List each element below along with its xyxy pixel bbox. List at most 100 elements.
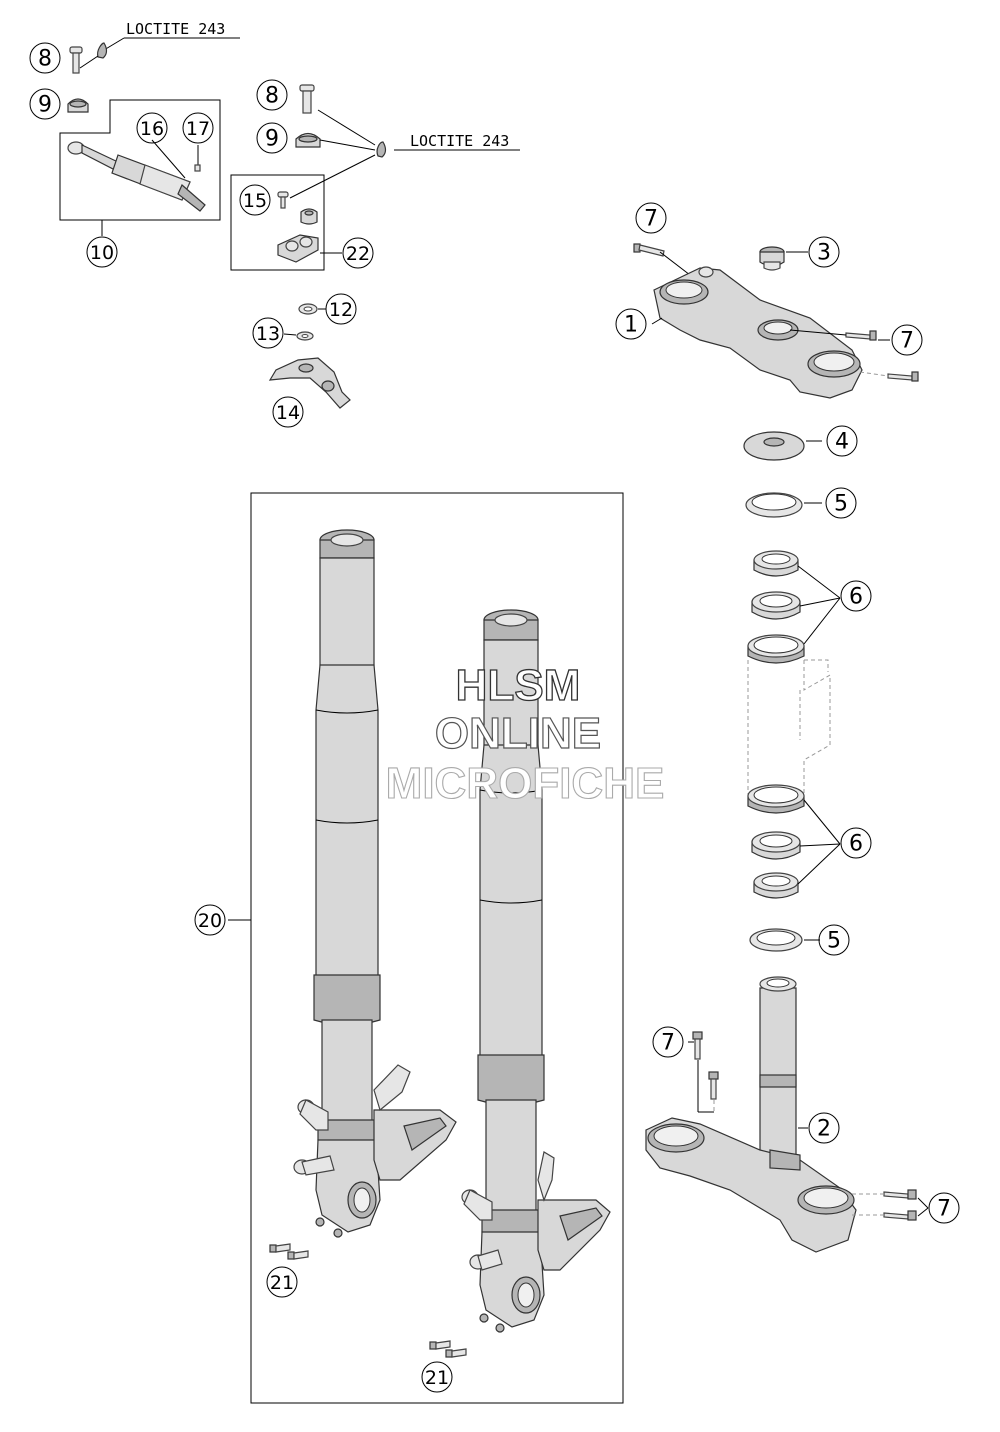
washer-13[interactable] (296, 331, 314, 341)
bracket-14[interactable] (268, 357, 351, 409)
bolt-7f[interactable] (883, 1189, 917, 1200)
callout-number: 8 (265, 84, 279, 109)
callout-17[interactable]: 17 (182, 112, 214, 144)
fork-leg-right[interactable] (461, 609, 611, 1333)
washer-12[interactable] (298, 303, 318, 315)
loctite-243-label: LOCTITE 243 (126, 20, 225, 38)
callout-number: 9 (265, 127, 279, 152)
steering-damper-frame (59, 99, 221, 221)
bolt-7a[interactable] (633, 243, 665, 257)
callout-number: 7 (937, 1197, 951, 1222)
bolt-8a[interactable] (69, 46, 83, 74)
clamp-22[interactable] (277, 234, 319, 263)
callout-7d[interactable]: 7 (928, 1192, 960, 1224)
callout-number: 17 (186, 118, 210, 140)
callout-number: 15 (243, 190, 267, 212)
loctite-label-left: LOCTITE 243 (97, 20, 240, 59)
watermark-line2: ONLINE (435, 709, 601, 758)
callout-number: 10 (90, 242, 114, 264)
bolt-7b[interactable] (845, 330, 877, 341)
callout-number: 20 (198, 910, 222, 932)
seal-5b[interactable] (749, 928, 803, 952)
callout-16[interactable]: 16 (136, 112, 168, 144)
loctite-243-label-2: LOCTITE 243 (410, 132, 509, 150)
callout-number: 22 (346, 243, 370, 265)
cap-9b[interactable] (295, 132, 321, 148)
callout-6b[interactable]: 6 (840, 827, 872, 859)
callout-9b[interactable]: 9 (256, 122, 288, 154)
bearing-cup-6c[interactable] (747, 634, 805, 664)
callout-number: 21 (425, 1367, 449, 1389)
bolt-8b[interactable] (299, 84, 315, 114)
dust-cover-4[interactable] (743, 431, 805, 461)
callout-number: 13 (256, 323, 280, 345)
pin-17[interactable] (194, 164, 201, 172)
callout-22[interactable]: 22 (342, 237, 374, 269)
bearing-cup-6d[interactable] (747, 784, 805, 814)
steering-nut-3[interactable] (759, 246, 785, 271)
bolts-21a[interactable] (269, 1243, 309, 1260)
watermark-line3: MICROFICHE (386, 759, 665, 808)
callout-number: 1 (624, 313, 638, 338)
callout-20[interactable]: 20 (194, 904, 226, 936)
callout-5b[interactable]: 5 (818, 924, 850, 956)
threadlock-drop-icon-2 (376, 141, 387, 158)
watermark: HLSM ONLINE MICROFICHE (385, 660, 665, 808)
callout-5a[interactable]: 5 (825, 487, 857, 519)
callout-21a[interactable]: 21 (266, 1266, 298, 1298)
callout-8b[interactable]: 8 (256, 79, 288, 111)
cap-9a[interactable] (67, 98, 89, 113)
callout-number: 5 (834, 492, 848, 517)
bearing-6a[interactable] (753, 550, 799, 577)
steering-damper[interactable] (67, 141, 206, 212)
bearing-6e[interactable] (751, 831, 801, 860)
callout-4[interactable]: 4 (826, 425, 858, 457)
callout-2[interactable]: 2 (808, 1112, 840, 1144)
bolt-15[interactable] (277, 191, 289, 209)
callout-number: 8 (38, 47, 52, 72)
threadlock-drop-icon (97, 42, 108, 59)
callout-6a[interactable]: 6 (840, 580, 872, 612)
callout-number: 6 (849, 832, 863, 857)
callout-7c[interactable]: 7 (652, 1026, 684, 1058)
callout-number: 5 (827, 929, 841, 954)
bolt-7c[interactable] (887, 371, 919, 382)
seal-5a[interactable] (745, 492, 803, 518)
callout-3[interactable]: 3 (808, 236, 840, 268)
bearing-6b[interactable] (751, 591, 801, 620)
callout-8a[interactable]: 8 (29, 42, 61, 74)
callout-number: 4 (835, 430, 849, 455)
callout-1[interactable]: 1 (615, 308, 647, 340)
upper-triple-clamp[interactable] (653, 266, 863, 399)
callout-13[interactable]: 13 (252, 317, 284, 349)
callout-number: 7 (661, 1031, 675, 1056)
callout-7a[interactable]: 7 (635, 202, 667, 234)
frame-head-outline (747, 660, 831, 800)
callout-number: 7 (900, 329, 914, 354)
callout-number: 7 (644, 207, 658, 232)
callout-number: 21 (270, 1272, 294, 1294)
bolt-7g[interactable] (883, 1210, 917, 1221)
callout-21b[interactable]: 21 (421, 1361, 453, 1393)
callout-7b[interactable]: 7 (891, 324, 923, 356)
callout-14[interactable]: 14 (272, 396, 304, 428)
callout-number: 9 (38, 93, 52, 118)
callout-9a[interactable]: 9 (29, 88, 61, 120)
nut-22a[interactable] (300, 208, 318, 225)
bolts-21b[interactable] (429, 1340, 467, 1358)
bolt-7e[interactable] (708, 1071, 719, 1100)
callout-number: 14 (276, 402, 300, 424)
fork-leg-left[interactable] (293, 529, 457, 1238)
bearing-6f[interactable] (753, 872, 799, 899)
bolt-7d[interactable] (692, 1031, 703, 1060)
callout-number: 6 (849, 585, 863, 610)
lower-triple-clamp-steering-stem[interactable] (645, 976, 857, 1253)
callout-number: 12 (329, 299, 353, 321)
callout-number: 3 (817, 241, 831, 266)
callout-12[interactable]: 12 (325, 293, 357, 325)
clamp-frame (230, 174, 325, 271)
watermark-line1: HLSM (456, 661, 581, 710)
callout-15[interactable]: 15 (239, 184, 271, 216)
callout-10[interactable]: 10 (86, 236, 118, 268)
